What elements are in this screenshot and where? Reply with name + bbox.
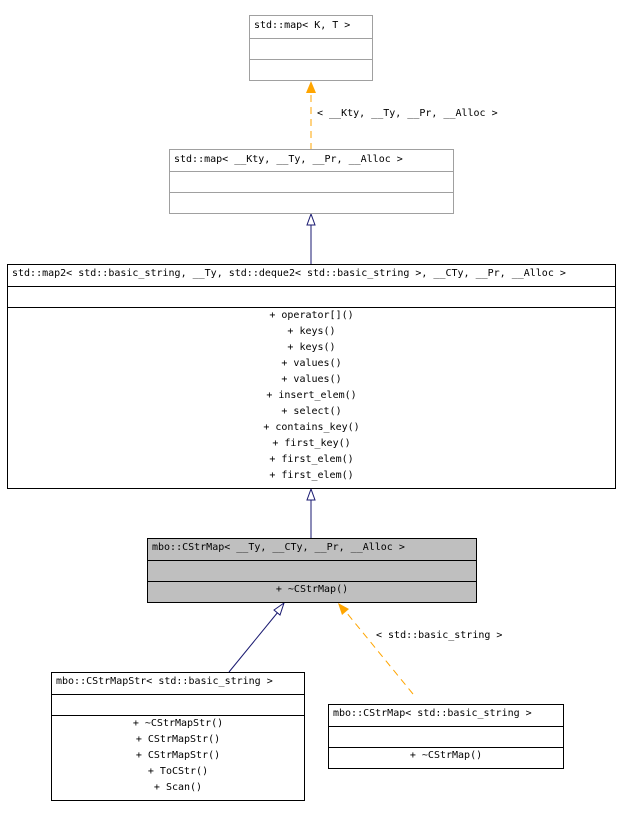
divider [250,38,372,39]
method-item: + Scan() [153,782,203,793]
method-item: + select() [281,406,342,417]
method-item: + keys() [287,342,336,353]
method-item: + operator[]() [269,310,354,321]
inheritance-edge-cstrmapstr [228,611,279,673]
arrowhead-filled-icon [306,81,316,93]
method-item: + first_elem() [269,470,354,481]
class-mbo-cstrmap[interactable]: mbo::CStrMap< __Ty, __CTy, __Pr, __Alloc… [147,538,477,603]
divider [52,715,304,716]
divider [170,192,453,193]
template-edge-cstrmap [345,611,414,695]
divider [148,560,476,561]
method-item: + first_elem() [269,454,354,465]
method-item: + CStrMapStr() [135,734,221,745]
class-title: std::map< __Kty, __Ty, __Pr, __Alloc > [174,154,403,165]
divider [148,581,476,582]
class-mbo-cstrmap-string[interactable]: mbo::CStrMap< std::basic_string > + ~CSt… [328,704,564,769]
method-list: + ~CStrMapStr() + CStrMapStr() + CStrMap… [52,716,304,796]
edge-label-map-args: < __Kty, __Ty, __Pr, __Alloc > [317,108,498,119]
method-item: + values() [281,358,342,369]
class-title: std::map2< std::basic_string, __Ty, std:… [12,268,566,279]
class-title: mbo::CStrMap< __Ty, __CTy, __Pr, __Alloc… [152,542,405,553]
divider [8,286,615,287]
arrowhead-hollow-icon [273,601,285,616]
divider [329,747,563,748]
class-mbo-cstrmapstr[interactable]: mbo::CStrMapStr< std::basic_string > + ~… [51,672,305,801]
method-item: + contains_key() [263,422,360,433]
method-item: + values() [281,374,342,385]
divider [8,307,615,308]
method-list: + ~CStrMap() [148,582,476,598]
arrowhead-filled-icon [338,603,349,615]
method-item: + ToCStr() [147,766,209,777]
divider [170,171,453,172]
arrowhead-hollow-icon [306,212,316,226]
method-list: + ~CStrMap() [329,748,563,764]
method-item: + ~CStrMapStr() [132,718,224,729]
method-item: + first_key() [272,438,351,449]
method-item: + keys() [287,326,336,337]
arrowhead-hollow-icon [306,487,316,501]
class-title: mbo::CStrMap< std::basic_string > [333,708,532,719]
divider [250,59,372,60]
class-title: mbo::CStrMapStr< std::basic_string > [56,676,273,687]
method-item: + ~CStrMap() [409,750,483,761]
method-item: + CStrMapStr() [135,750,221,761]
method-list: + operator[]() + keys() + keys() + value… [8,308,615,484]
class-std-map-kt[interactable]: std::map< K, T > [249,15,373,81]
divider [52,694,304,695]
class-std-map2[interactable]: std::map2< std::basic_string, __Ty, std:… [7,264,616,489]
class-std-map-kty[interactable]: std::map< __Kty, __Ty, __Pr, __Alloc > [169,149,454,214]
divider [329,726,563,727]
method-item: + ~CStrMap() [275,584,349,595]
method-item: + insert_elem() [266,390,357,401]
edge-label-cstrmap-args: < std::basic_string > [376,630,503,641]
class-title: std::map< K, T > [254,20,351,31]
